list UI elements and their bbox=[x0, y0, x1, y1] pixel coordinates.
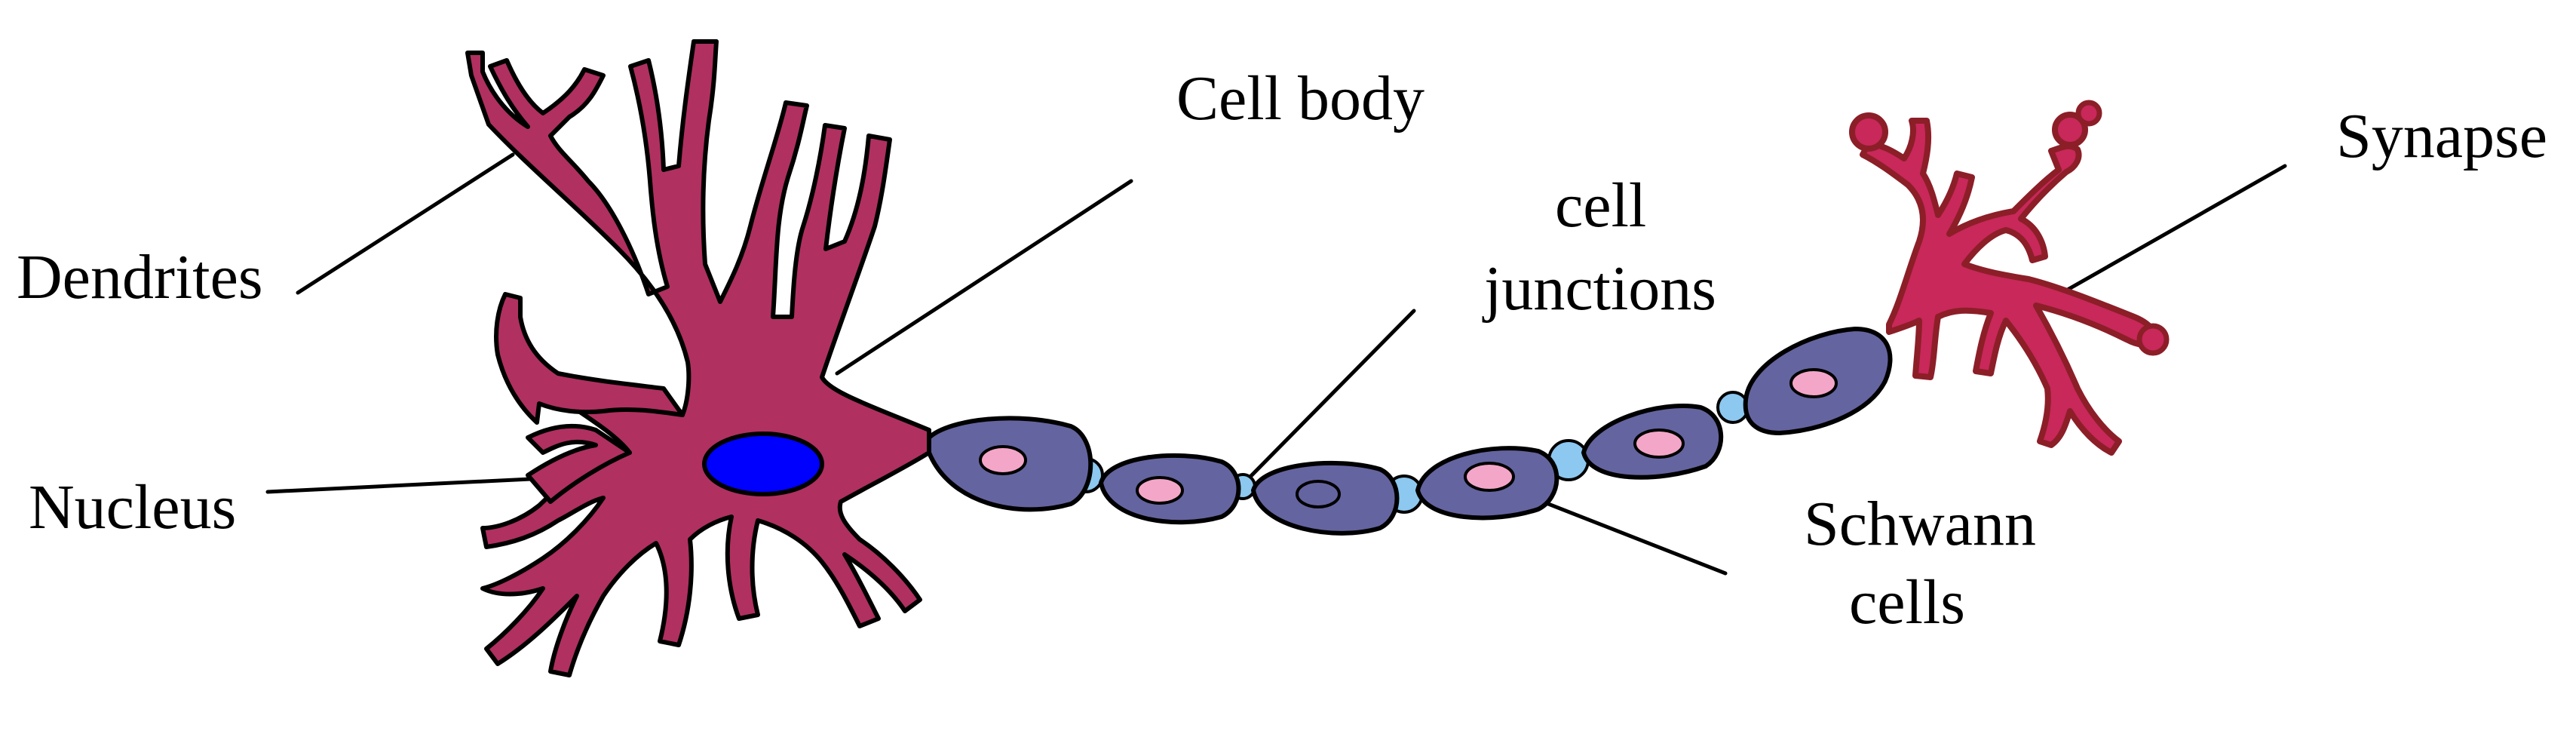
nucleus bbox=[702, 432, 824, 496]
cell-body-leader bbox=[835, 179, 1133, 376]
label-nucleus: Nucleus bbox=[29, 472, 236, 542]
schwann-cells-leader bbox=[1521, 492, 1728, 576]
synapse-bulb bbox=[2075, 100, 2102, 127]
cell-body-shape bbox=[465, 39, 931, 677]
label-dendrites: Dendrites bbox=[17, 242, 263, 312]
cell-body bbox=[465, 39, 931, 677]
dendrites-leader bbox=[296, 152, 515, 295]
schwann-cell bbox=[1415, 446, 1559, 521]
label-schwann-line1: Schwann bbox=[1804, 489, 2036, 559]
synapse-bulb bbox=[1849, 112, 1888, 152]
label-schwann-line2: cells bbox=[1849, 567, 1965, 637]
schwann-cell bbox=[1250, 460, 1400, 536]
dendrite-lower-left bbox=[526, 423, 632, 504]
synapse-bulb bbox=[2052, 112, 2088, 148]
label-synapse: Synapse bbox=[2336, 101, 2547, 171]
label-cell-junctions-line2: junctions bbox=[1482, 253, 1716, 324]
synapse-terminal bbox=[1849, 100, 2170, 456]
schwann-cell bbox=[927, 416, 1093, 512]
synapse-leader bbox=[2064, 164, 2287, 293]
synapse-shape bbox=[1860, 118, 2159, 456]
cell-junctions-leader bbox=[1242, 309, 1416, 485]
schwann-cell bbox=[1581, 404, 1724, 480]
label-cell-body: Cell body bbox=[1176, 63, 1424, 134]
dendrite-left bbox=[494, 292, 685, 425]
schwann-cell bbox=[1098, 453, 1241, 525]
axon bbox=[927, 326, 1893, 536]
synapse-bulb bbox=[2136, 323, 2170, 356]
schwann-cell bbox=[1743, 326, 1893, 436]
label-cell-junctions-line1: cell bbox=[1555, 170, 1646, 241]
